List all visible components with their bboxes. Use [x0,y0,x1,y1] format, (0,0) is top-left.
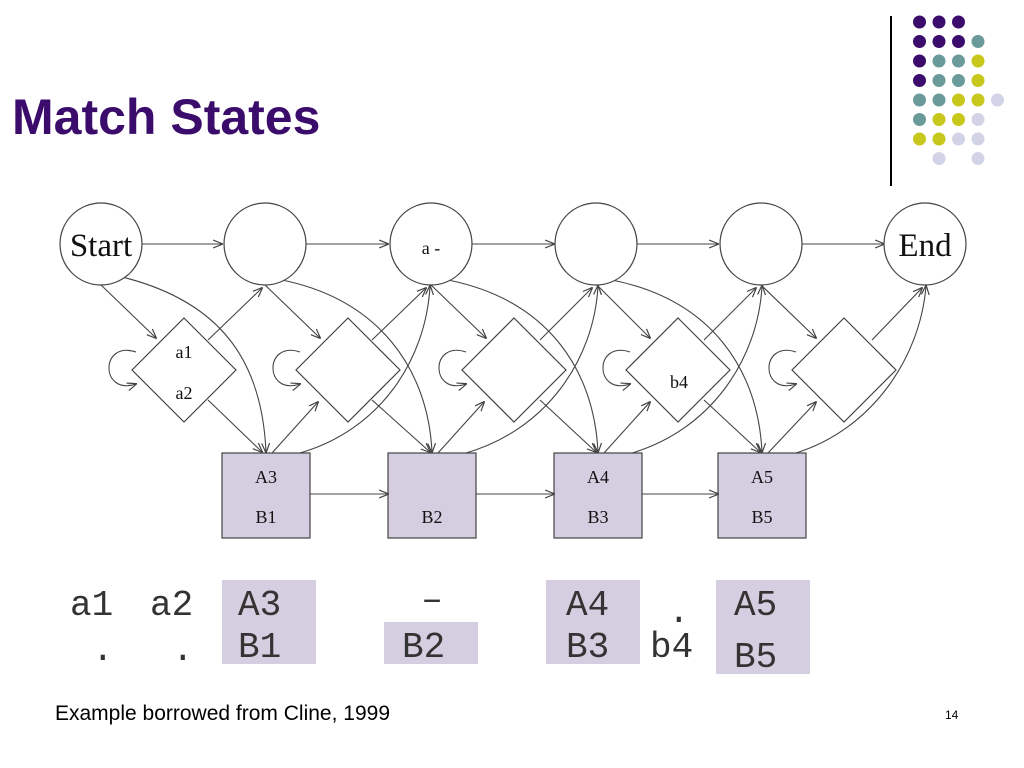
alignment-block-1 [222,580,316,664]
match-1-top-label: A3 [255,467,277,487]
align-r1-a1: a1 [70,585,113,626]
match-4-bottom-label: B5 [751,507,772,527]
end-state [883,202,967,286]
align-r1-A4: A4 [566,585,609,626]
alignment-block-4 [716,580,810,674]
align-r2-dot2: . [172,630,194,671]
align-r2-B1: B1 [238,627,281,668]
end-label: End [898,228,952,264]
footer-citation: Example borrowed from Cline, 1999 [55,702,390,725]
match-state-2 [387,452,477,539]
top-state-2-label: a - [422,238,440,258]
insert-state-2 [295,317,401,423]
insert-state-4 [625,317,731,423]
match-3-top-label: A4 [587,467,609,487]
insert-4-label: b4 [670,372,688,392]
align-r1-A5: A5 [734,585,777,626]
align-r1-a2: a2 [150,585,193,626]
alignment-block-3 [546,580,640,664]
insert-state-1 [131,317,237,423]
top-state-1 [223,202,307,286]
insert-1-label-a: a1 [176,342,193,362]
align-r2-B5: B5 [734,637,777,678]
match-1-bottom-label: B1 [255,507,276,527]
page-number: 14 [945,708,959,722]
slide-title: Match States [12,89,321,145]
top-state-3 [554,202,638,286]
align-r2-B2: B2 [402,627,445,668]
match-2-bottom-label: B2 [421,507,442,527]
match-state-3 [553,452,643,539]
align-r2-B3: B3 [566,627,609,668]
align-r1-A3: A3 [238,585,281,626]
align-r2-b4: b4 [650,627,693,668]
alignment-block-2 [384,622,478,664]
insert-1-label-b: a2 [176,383,193,403]
top-state-4 [719,202,803,286]
match-state-1 [221,452,311,539]
insert-state-5 [791,317,897,423]
align-r2-dot1: . [92,630,114,671]
start-state [59,202,143,286]
match-4-top-label: A5 [751,467,773,487]
align-r1-dot: . [668,592,690,633]
insert-state-3 [461,317,567,423]
align-r1-gap: – [421,580,443,621]
start-label: Start [70,228,132,264]
title-divider [890,16,892,186]
top-state-2 [389,202,473,286]
match-3-bottom-label: B3 [587,507,608,527]
